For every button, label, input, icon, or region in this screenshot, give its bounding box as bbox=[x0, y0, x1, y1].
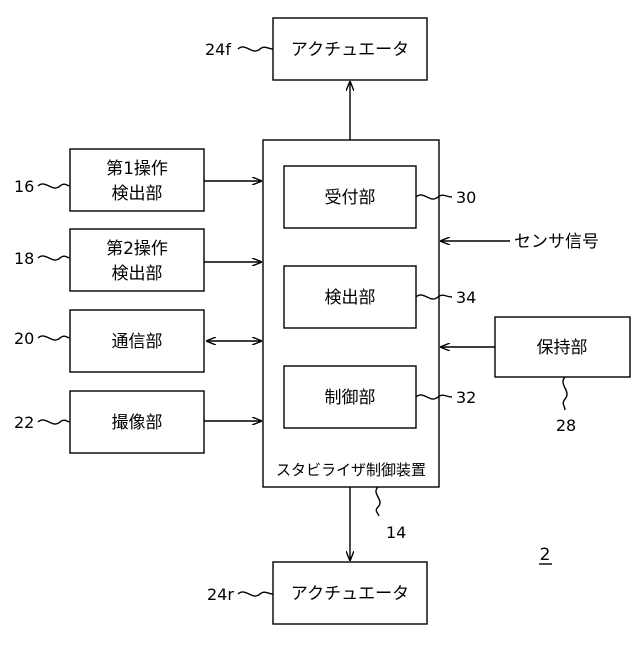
first-op-line2: 検出部 bbox=[112, 184, 163, 204]
stabilizer-leader bbox=[376, 487, 380, 516]
stabilizer-label: スタビライザ制御装置 bbox=[276, 461, 426, 479]
actuator-top-ref: 24f bbox=[205, 40, 231, 59]
actuator-bottom-label: アクチュエータ bbox=[291, 584, 409, 604]
holder-ref: 28 bbox=[556, 416, 576, 435]
receiver-ref: 30 bbox=[456, 188, 476, 207]
controller-label: 制御部 bbox=[325, 388, 376, 408]
comm-leader bbox=[38, 336, 70, 340]
first-op-line1: 第1操作 bbox=[106, 159, 168, 179]
holder-unit: 保持部 28 bbox=[441, 317, 630, 435]
actuator-bottom-leader bbox=[238, 592, 273, 596]
controller-ref: 32 bbox=[456, 388, 476, 407]
holder-leader bbox=[563, 377, 567, 410]
detector-label: 検出部 bbox=[325, 288, 376, 308]
comm-ref: 20 bbox=[14, 329, 34, 348]
camera-label: 撮像部 bbox=[112, 413, 163, 433]
first-op-detector-unit: 第1操作 検出部 16 bbox=[14, 149, 261, 211]
stabilizer-control-device: スタビライザ制御装置 受付部 検出部 制御部 bbox=[263, 140, 439, 487]
actuator-top-label: アクチュエータ bbox=[291, 40, 409, 60]
second-op-leader bbox=[38, 256, 70, 260]
comm-label: 通信部 bbox=[112, 332, 163, 352]
receiver-label: 受付部 bbox=[325, 188, 376, 208]
actuator-top: アクチュエータ 24f bbox=[205, 18, 427, 80]
actuator-bottom: アクチュエータ 24r bbox=[207, 562, 427, 624]
comm-unit: 通信部 20 bbox=[14, 310, 261, 372]
second-op-detector-unit: 第2操作 検出部 18 bbox=[14, 229, 261, 291]
camera-unit: 撮像部 22 bbox=[14, 391, 261, 453]
actuator-top-leader bbox=[238, 47, 273, 51]
first-op-leader bbox=[38, 184, 70, 188]
first-op-ref: 16 bbox=[14, 177, 34, 196]
camera-leader bbox=[38, 420, 70, 424]
sensor-signal-label: センサ信号 bbox=[514, 232, 599, 252]
second-op-ref: 18 bbox=[14, 249, 34, 268]
detector-ref: 34 bbox=[456, 288, 476, 307]
figure-number: 2 bbox=[540, 545, 551, 565]
actuator-bottom-ref: 24r bbox=[207, 585, 234, 604]
stabilizer-ref: 14 bbox=[386, 523, 406, 542]
second-op-line1: 第2操作 bbox=[106, 239, 168, 259]
camera-ref: 22 bbox=[14, 413, 34, 432]
second-op-line2: 検出部 bbox=[112, 264, 163, 284]
holder-label: 保持部 bbox=[537, 338, 588, 358]
